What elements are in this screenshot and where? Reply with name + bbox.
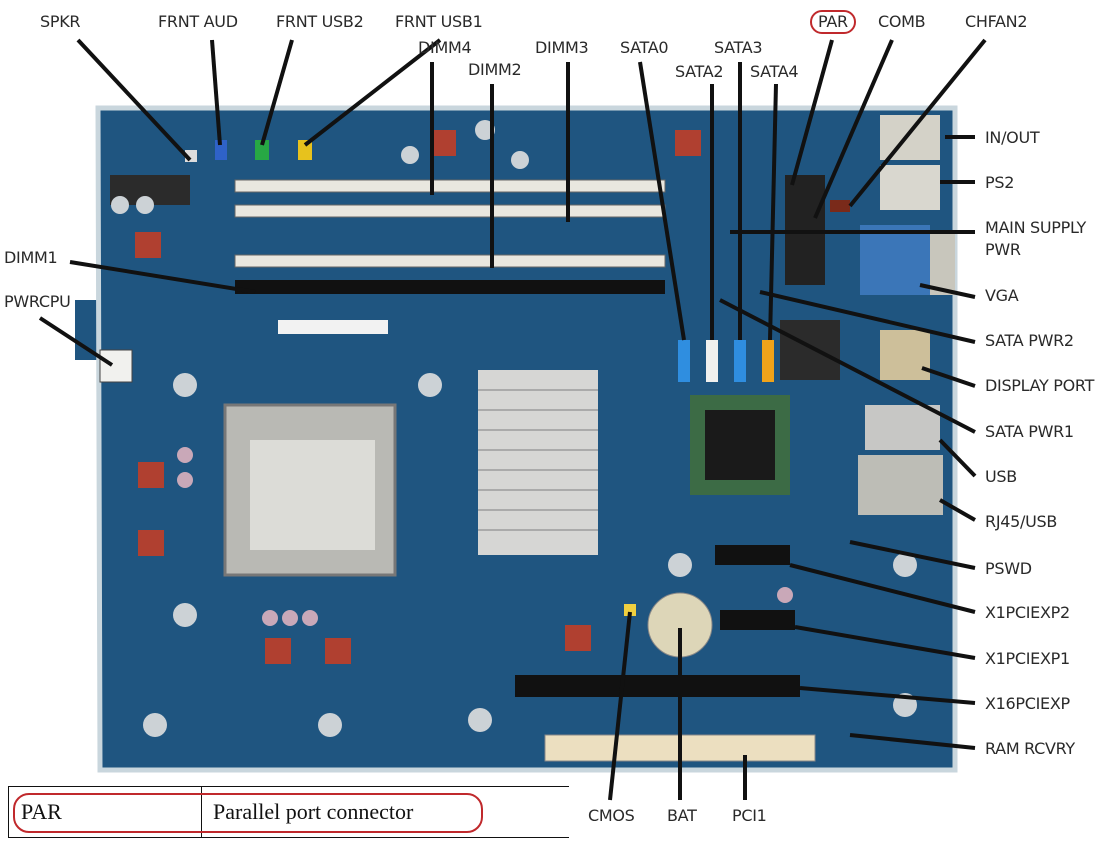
label-dimm3: DIMM3 xyxy=(535,38,589,57)
legend-description: Parallel port connector xyxy=(213,799,414,824)
label-ram-rcvry: RAM RCVRY xyxy=(985,739,1075,758)
label-pswd: PSWD xyxy=(985,559,1032,578)
leader-lines xyxy=(38,38,987,801)
highlight-ring xyxy=(13,793,483,833)
label-sata3: SATA3 xyxy=(714,38,763,57)
label-bat: BAT xyxy=(667,806,697,825)
label-sata-pwr1: SATA PWR1 xyxy=(985,422,1074,441)
label-sata4: SATA4 xyxy=(750,62,799,81)
legend-code: PAR xyxy=(21,799,62,824)
label-frnt-usb2: FRNT USB2 xyxy=(276,12,364,31)
label-chfan2: CHFAN2 xyxy=(965,12,1028,31)
label-cmos: CMOS xyxy=(588,806,635,825)
label-comb: COMB xyxy=(878,12,926,31)
label-sata2: SATA2 xyxy=(675,62,724,81)
label-usb: USB xyxy=(985,467,1017,486)
label-display-port: DISPLAY PORT xyxy=(985,376,1095,395)
label-frnt-usb1: FRNT USB1 xyxy=(395,12,483,31)
label-pci1: PCI1 xyxy=(732,806,767,825)
label-rj45-usb: RJ45/USB xyxy=(985,512,1058,531)
label-x1pciexp2: X1PCIEXP2 xyxy=(985,603,1070,622)
label-pwrcpu: PWRCPU xyxy=(4,292,71,311)
motherboard-photo xyxy=(75,105,958,773)
label-sata-pwr2: SATA PWR2 xyxy=(985,331,1074,350)
label-dimm2: DIMM2 xyxy=(468,60,522,79)
label-dimm1: DIMM1 xyxy=(4,248,58,267)
label-ps2: PS2 xyxy=(985,173,1015,192)
legend-table: PAR Parallel port connector xyxy=(8,786,569,838)
label-sata0: SATA0 xyxy=(620,38,669,57)
label-main-supply: MAIN SUPPLY xyxy=(985,218,1086,237)
label-main-supply-pwr: PWR xyxy=(985,240,1021,259)
label-dimm4: DIMM4 xyxy=(418,38,472,57)
label-frnt-aud: FRNT AUD xyxy=(158,12,238,31)
label-vga: VGA xyxy=(985,286,1019,305)
label-par-highlighted: PAR xyxy=(810,10,856,34)
legend-code-cell xyxy=(9,787,202,837)
label-x16pciexp: X16PCIEXP xyxy=(985,694,1070,713)
label-spkr: SPKR xyxy=(40,12,81,31)
label-x1pciexp1: X1PCIEXP1 xyxy=(985,649,1070,668)
label-in-out: IN/OUT xyxy=(985,128,1040,147)
